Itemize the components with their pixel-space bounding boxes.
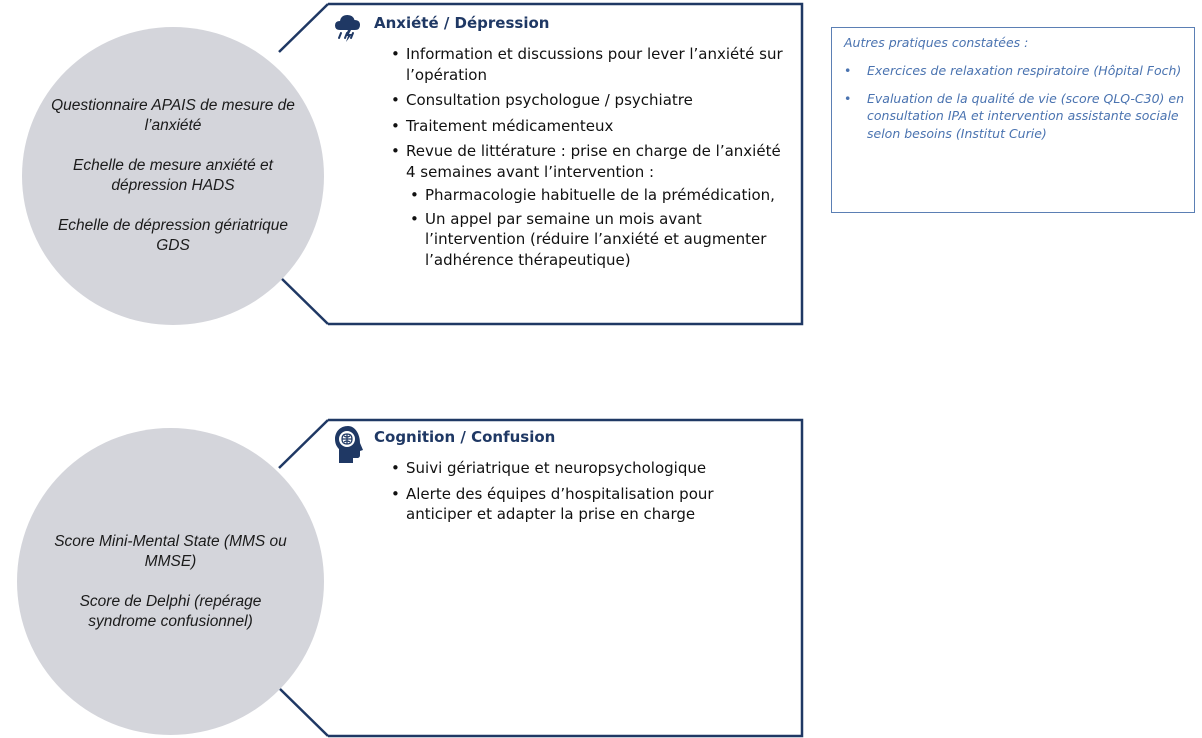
bullet-list-anxiety: Information et discussions pour lever l’… xyxy=(391,44,791,275)
sub-list-item: Pharmacologie habituelle de la prémédica… xyxy=(406,185,791,206)
connector-top-2 xyxy=(278,419,329,469)
note-item: Exercices de relaxation respiratoire (Hô… xyxy=(844,62,1184,80)
list-item: Revue de littérature : prise en charge d… xyxy=(391,141,791,270)
list-item: Suivi gériatrique et neuropsychologique xyxy=(391,458,771,479)
note-item: Evaluation de la qualité de vie (score Q… xyxy=(844,90,1184,143)
circle-text: Score de Delphi (repérage syndrome confu… xyxy=(79,592,262,630)
circle-text: Questionnaire APAIS de mesure de l’anxié… xyxy=(51,97,295,134)
list-item: Alerte des équipes d’hospitalisation pou… xyxy=(391,484,771,525)
bullet-list-cognition: Suivi gériatrique et neuropsychologique … xyxy=(391,458,771,530)
connector-bottom-1 xyxy=(278,275,329,325)
list-item-text: Revue de littérature : prise en charge d… xyxy=(406,142,781,181)
sub-bullet-list: Pharmacologie habituelle de la prémédica… xyxy=(406,185,791,270)
assessment-circle-anxiety: Questionnaire APAIS de mesure de l’anxié… xyxy=(22,27,324,325)
section-title-anxiety: Anxiété / Dépression xyxy=(374,14,550,32)
connector-bottom-2 xyxy=(278,687,329,737)
note-list: Exercices de relaxation respiratoire (Hô… xyxy=(844,62,1184,152)
circle-text: Score Mini-Mental State (MMS ou MMSE) xyxy=(54,532,287,570)
sub-list-item: Un appel par semaine un mois avant l’int… xyxy=(406,209,791,271)
other-practices-note: Autres pratiques constatées : Exercices … xyxy=(831,27,1195,213)
circle-text: Echelle de mesure anxiété et dépression … xyxy=(73,157,273,194)
connector-top-1 xyxy=(278,3,329,53)
brain-head-icon xyxy=(334,425,364,470)
section-title-cognition: Cognition / Confusion xyxy=(374,428,556,446)
assessment-circle-cognition: Score Mini-Mental State (MMS ou MMSE) Sc… xyxy=(17,428,324,735)
note-title: Autres pratiques constatées : xyxy=(844,35,1029,50)
circle-text: Echelle de dépression gériatrique GDS xyxy=(57,217,289,254)
list-item: Consultation psychologue / psychiatre xyxy=(391,90,791,111)
storm-cloud-icon xyxy=(334,13,362,48)
list-item: Information et discussions pour lever l’… xyxy=(391,44,791,85)
list-item: Traitement médicamenteux xyxy=(391,116,791,137)
box-border-1 xyxy=(328,2,804,326)
box-border-2 xyxy=(328,418,804,738)
